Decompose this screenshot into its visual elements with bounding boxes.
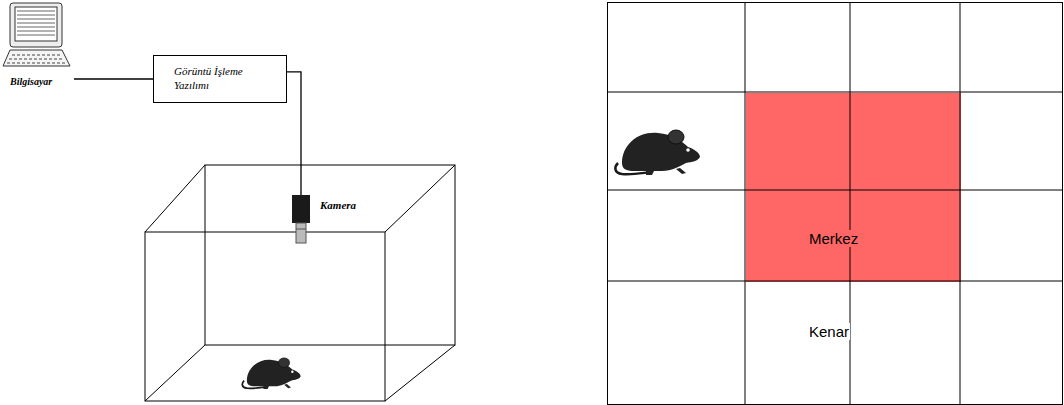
mouse-figure [615, 130, 700, 175]
node-label: Kenar [808, 323, 850, 340]
node-label: Kamera [320, 199, 356, 211]
connector-line [287, 72, 301, 195]
computer-icon [3, 3, 70, 66]
node-label: Görüntü İşleme Yazılımı [174, 65, 264, 93]
process-box: Görüntü İşleme Yazılımı [153, 55, 287, 103]
node-label: Merkez [808, 230, 859, 247]
camera-symbol [292, 195, 310, 243]
arena-grid: Kenar Merkez [607, 2, 1063, 405]
connector-line [74, 79, 153, 80]
node-label: Bilgisayar [10, 76, 52, 87]
computer-node: Bilgisayar [2, 2, 74, 90]
center-zone: Merkez [746, 93, 961, 282]
camera-node: Kamera [287, 195, 377, 243]
mouse-figure [242, 358, 300, 389]
test-box [145, 165, 455, 401]
